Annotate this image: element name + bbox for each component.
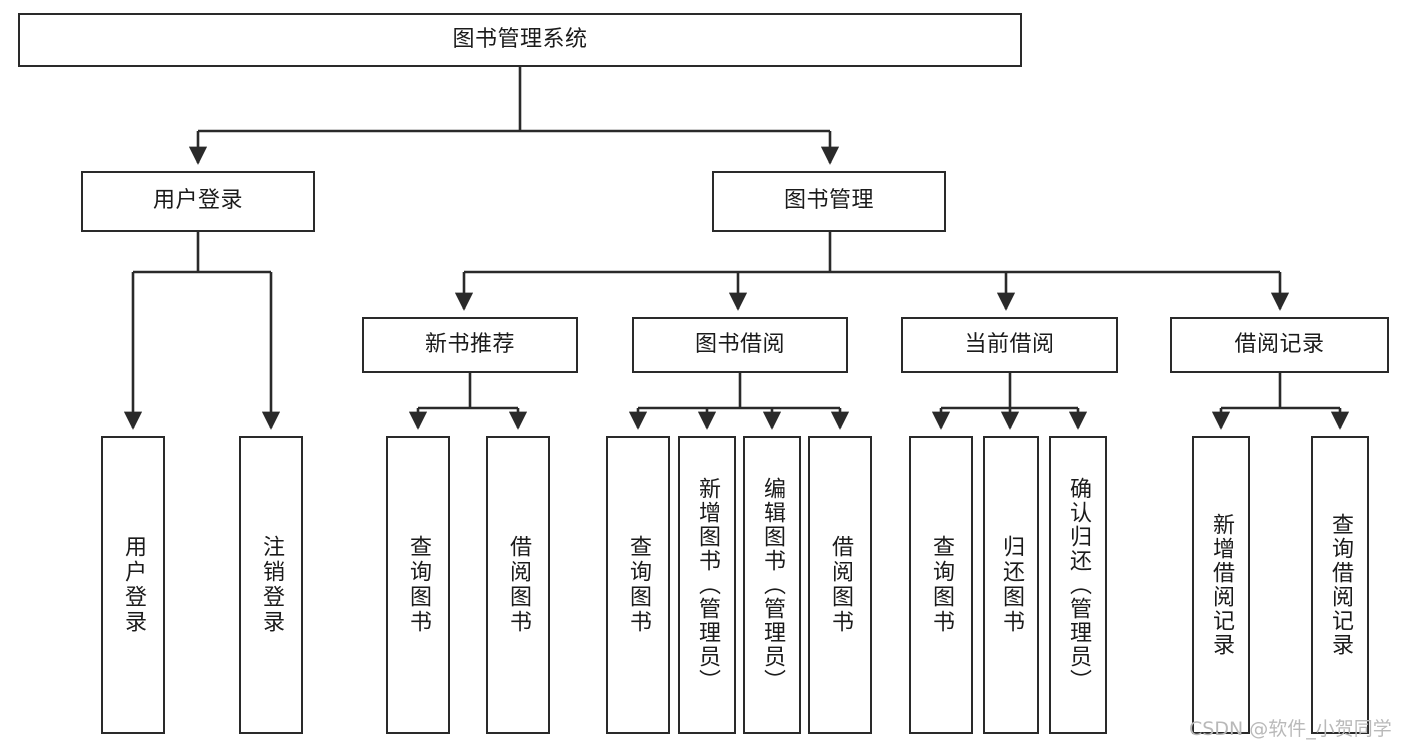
leaf-query-borrow-record[interactable]: 查询借阅记录 bbox=[1311, 436, 1369, 734]
node-borrow-record[interactable]: 借阅记录 bbox=[1170, 317, 1389, 373]
node-root-label: 图书管理系统 bbox=[452, 26, 588, 52]
leaf-borrow-book-borrow[interactable]: 借阅图书 bbox=[808, 436, 872, 734]
leaf-query-book-current-label: 查询图书 bbox=[929, 535, 954, 635]
leaf-query-book-recommend-label: 查询图书 bbox=[406, 535, 431, 635]
node-user-login[interactable]: 用户登录 bbox=[81, 171, 315, 232]
leaf-query-book-current[interactable]: 查询图书 bbox=[909, 436, 973, 734]
watermark-text: CSDN @软件_小贺同学 bbox=[1189, 718, 1392, 740]
leaf-confirm-return-admin-label: 确认归还（管理员） bbox=[1066, 477, 1091, 693]
leaf-user-logout-label: 注销登录 bbox=[259, 535, 284, 635]
node-book-borrow[interactable]: 图书借阅 bbox=[632, 317, 848, 373]
leaf-query-book-recommend[interactable]: 查询图书 bbox=[386, 436, 450, 734]
leaf-add-borrow-record-label: 新增借阅记录 bbox=[1209, 513, 1234, 657]
node-new-book-recommend[interactable]: 新书推荐 bbox=[362, 317, 578, 373]
leaf-add-borrow-record[interactable]: 新增借阅记录 bbox=[1192, 436, 1250, 734]
leaf-borrow-book-recommend-label: 借阅图书 bbox=[506, 535, 531, 635]
leaf-edit-book-admin-label: 编辑图书（管理员） bbox=[760, 477, 785, 693]
node-borrow-record-label: 借阅记录 bbox=[1234, 331, 1325, 357]
leaf-user-login-label: 用户登录 bbox=[121, 535, 146, 635]
node-book-management-label: 图书管理 bbox=[783, 188, 874, 214]
leaf-return-book-label: 归还图书 bbox=[999, 535, 1024, 635]
leaf-borrow-book-recommend[interactable]: 借阅图书 bbox=[486, 436, 550, 734]
leaf-user-login[interactable]: 用户登录 bbox=[101, 436, 165, 734]
node-book-borrow-label: 图书借阅 bbox=[694, 331, 785, 357]
leaf-add-book-admin[interactable]: 新增图书（管理员） bbox=[678, 436, 736, 734]
leaf-user-logout[interactable]: 注销登录 bbox=[239, 436, 303, 734]
leaf-edit-book-admin[interactable]: 编辑图书（管理员） bbox=[743, 436, 801, 734]
leaf-query-book-borrow-label: 查询图书 bbox=[626, 535, 651, 635]
node-current-borrow-label: 当前借阅 bbox=[964, 331, 1055, 357]
leaf-confirm-return-admin[interactable]: 确认归还（管理员） bbox=[1049, 436, 1107, 734]
leaf-return-book[interactable]: 归还图书 bbox=[983, 436, 1039, 734]
node-user-login-label: 用户登录 bbox=[152, 188, 243, 214]
node-new-book-recommend-label: 新书推荐 bbox=[424, 331, 515, 357]
node-root-book-management-system[interactable]: 图书管理系统 bbox=[18, 13, 1022, 67]
leaf-borrow-book-borrow-label: 借阅图书 bbox=[828, 535, 853, 635]
leaf-add-book-admin-label: 新增图书（管理员） bbox=[695, 477, 720, 693]
node-current-borrow[interactable]: 当前借阅 bbox=[901, 317, 1118, 373]
node-book-management[interactable]: 图书管理 bbox=[712, 171, 946, 232]
leaf-query-borrow-record-label: 查询借阅记录 bbox=[1328, 513, 1353, 657]
leaf-query-book-borrow[interactable]: 查询图书 bbox=[606, 436, 670, 734]
